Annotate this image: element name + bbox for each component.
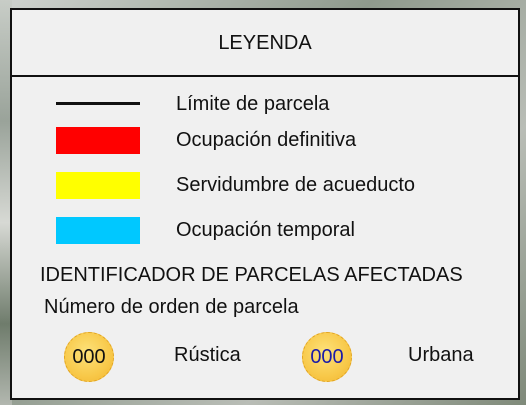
aqueduct-easement-swatch — [56, 172, 140, 199]
rustic-parcel-label: Rústica — [174, 344, 241, 366]
legend-item-label: Servidumbre de acueducto — [176, 174, 416, 196]
parcel-order-number-heading: Número de orden de parcela — [44, 296, 299, 318]
legend-item-label: Ocupación definitiva — [176, 129, 357, 151]
legend-item-parcel-boundary: Límite de parcela — [12, 90, 518, 120]
legend-item-definitive-occupation: Ocupación definitiva — [12, 126, 518, 156]
temporary-occupation-swatch — [56, 217, 140, 244]
map-background-strip — [0, 0, 12, 405]
legend-item-label: Ocupación temporal — [176, 219, 355, 241]
legend-title-row: LEYENDA — [12, 10, 518, 77]
legend-item-temporary-occupation: Ocupación temporal — [12, 216, 518, 246]
legend-item-aqueduct-easement: Servidumbre de acueducto — [12, 171, 518, 201]
rustic-parcel-id-badge: 000 — [64, 332, 114, 382]
legend-item-label: Límite de parcela — [176, 93, 330, 115]
urban-parcel-id-badge: 000 — [302, 332, 352, 382]
legend-title: LEYENDA — [218, 32, 312, 54]
affected-parcels-heading: IDENTIFICADOR DE PARCELAS AFECTADAS — [40, 264, 463, 286]
map-legend: LEYENDA Límite de parcela Ocupación defi… — [10, 8, 520, 400]
urban-parcel-label: Urbana — [408, 344, 474, 366]
definitive-occupation-swatch — [56, 127, 140, 154]
parcel-boundary-line-symbol — [56, 102, 140, 105]
